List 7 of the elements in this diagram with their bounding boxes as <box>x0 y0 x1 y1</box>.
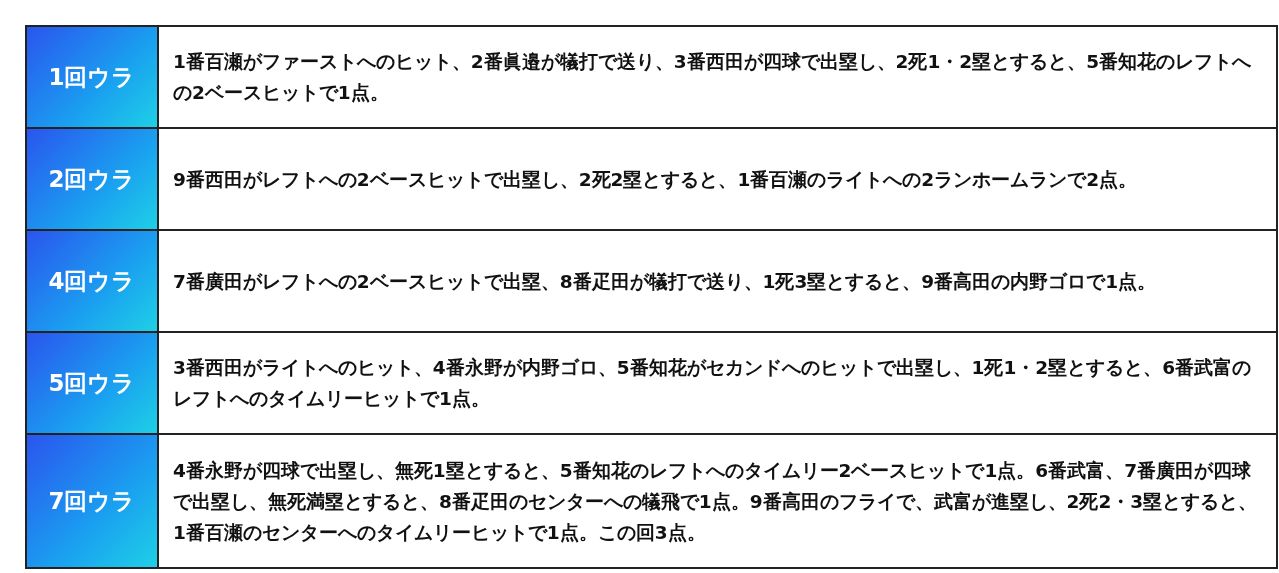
play-description-cell: 4番永野が四球で出塁し、無死1塁とすると、5番知花のレフトへのタイムリー2ベースヒットで1点。6番武富、7番廣田が四球で出塁し、無死満塁とすると、8番疋田のセンターへの犠飛で1点。9番高田のフライで、武富が進塁し、2死2・3塁とすると、1番百瀬のセンターへのタイムリーヒットで1点。この回3点。 <box>157 433 1278 569</box>
play-description-cell: 1番百瀬がファーストへのヒット、2番眞邉が犠打で送り、3番西田が四球で出塁し、2死1・2塁とすると、5番知花のレフトへの2ベースヒットで1点。 <box>157 25 1278 129</box>
inning-cell: 5回ウラ <box>25 331 159 435</box>
inning-cell: 4回ウラ <box>25 229 159 333</box>
inning-cell: 2回ウラ <box>25 127 159 231</box>
inning-cell: 7回ウラ <box>25 433 159 569</box>
inning-cell: 1回ウラ <box>25 25 159 129</box>
